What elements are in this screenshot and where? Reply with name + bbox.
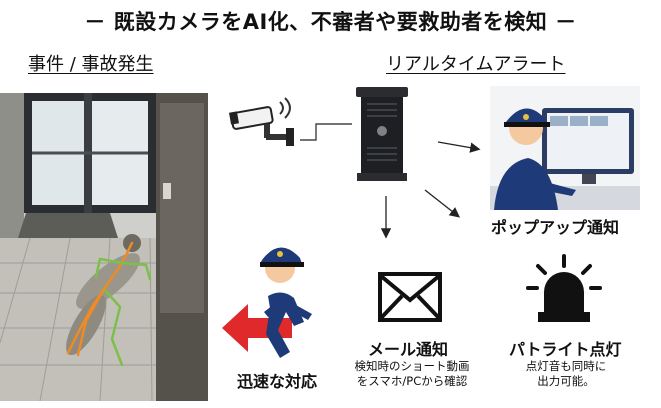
patlite-label: パトライト点灯 <box>509 336 621 360</box>
patlite-description: 点灯音も同時に 出力可能。 <box>506 359 626 389</box>
mail-description: 検知時のショート動画 をスマホ/PCから確認 <box>346 359 478 389</box>
siren-icon <box>524 254 604 326</box>
popup-label: ポップアップ通知 <box>491 214 619 238</box>
mail-label: メール通知 <box>368 336 448 360</box>
mail-icon <box>378 272 442 322</box>
response-label: 迅速な対応 <box>237 368 317 392</box>
guard-running-icon <box>222 238 350 360</box>
